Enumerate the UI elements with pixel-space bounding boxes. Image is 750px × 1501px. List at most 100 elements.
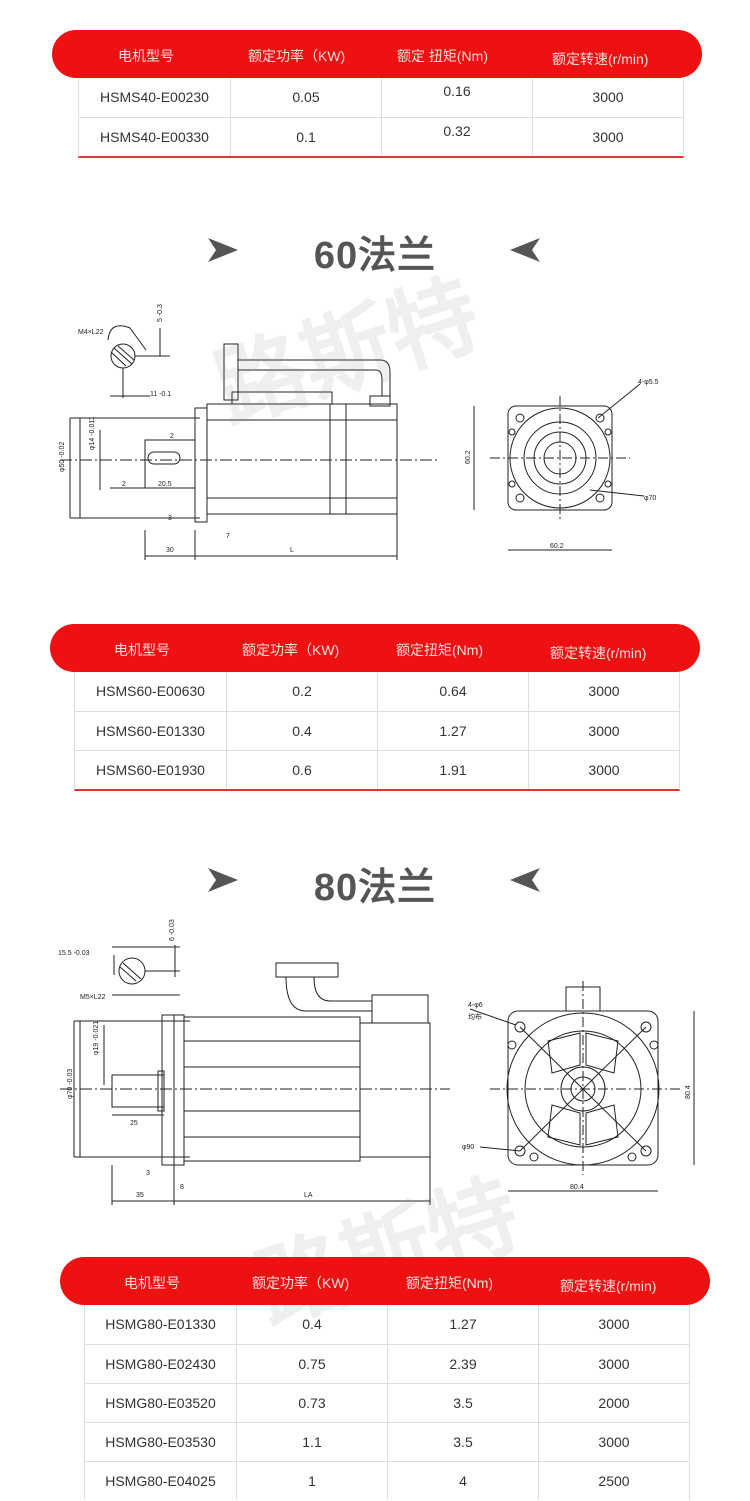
cell-speed: 3000	[528, 712, 679, 750]
cell-model: HSMS40-E00230	[100, 89, 209, 105]
cell-torque: 0.64	[377, 672, 528, 711]
table-row: HSMS60-E01330 0.4 1.27 3000	[75, 711, 679, 750]
header-torque: 额定 扭矩(Nm)	[397, 48, 488, 64]
dim-11: 11 -0.1	[150, 391, 171, 398]
dim-7: 7	[226, 533, 230, 540]
dim-holes-sub: 均布	[468, 1012, 482, 1021]
dim-LA: LA	[304, 1192, 313, 1199]
cell-model: HSMG80-E02430	[105, 1356, 216, 1372]
cell-power: 0.05	[230, 78, 381, 117]
header-torque: 额定扭矩(Nm)	[396, 642, 484, 658]
cell-power: 0.4	[236, 1305, 387, 1344]
arrow-right-icon	[208, 238, 238, 262]
section-title-80: 80法兰	[313, 867, 437, 909]
header-speed: 额定转速(r/min)	[550, 645, 647, 661]
cell-power: 0.73	[236, 1384, 387, 1422]
cell-torque: 2.39	[387, 1345, 538, 1383]
dim-3: 3	[168, 515, 172, 522]
spec-table-80: 电机型号 额定功率（KW) 额定扭矩(Nm) 额定转速(r/min) HSMG8…	[60, 1257, 710, 1500]
cell-speed: 3000	[538, 1345, 689, 1383]
dim-80-4-v: 80.4	[685, 1085, 692, 1099]
cell-speed: 2500	[538, 1462, 689, 1500]
dim-90: φ90	[462, 1144, 474, 1151]
cell-model: HSMS60-E00630	[96, 683, 205, 699]
cell-speed: 2000	[538, 1384, 689, 1422]
cell-power: 0.4	[226, 712, 377, 750]
cell-torque: 1.27	[377, 712, 528, 750]
cell-torque: 1.91	[377, 751, 528, 789]
cell-torque: 1.27	[387, 1305, 538, 1344]
motor-diagram-60: M4×L22 5 -0.3 11 -0.1 φ50 -0.02 φ14 -0.0…	[59, 304, 659, 560]
dim-2a: 2	[170, 433, 174, 440]
shaft-section-detail	[112, 945, 180, 996]
spec-table-60: 电机型号 额定功率（KW) 额定扭矩(Nm) 额定转速(r/min) HSMS6…	[50, 624, 700, 794]
table-header: 电机型号 额定功率（KW) 额定扭矩(Nm) 额定转速(r/min)	[50, 624, 700, 672]
arrow-left-icon	[510, 868, 540, 892]
dim-19: φ19 -0.021	[93, 1021, 100, 1055]
table-row: HSMG80-E01330 0.4 1.27 3000	[85, 1305, 689, 1344]
motor-side-view	[60, 343, 440, 523]
cell-power: 0.6	[226, 751, 377, 789]
cell-speed: 3000	[528, 672, 679, 711]
cell-power: 0.75	[236, 1345, 387, 1383]
header-power: 额定功率（KW)	[242, 642, 340, 658]
dim-holes: 4-φ5.5	[638, 379, 659, 386]
table-row: HSMG80-E02430 0.75 2.39 3000	[85, 1344, 689, 1383]
header-model: 电机型号	[118, 48, 174, 64]
dim-70: φ70	[644, 495, 656, 502]
cell-torque: 4	[387, 1462, 538, 1500]
cell-model: HSMS60-E01330	[96, 723, 205, 739]
header-power: 额定功率（KW)	[248, 48, 346, 64]
dim-80-4-h: 80.4	[570, 1184, 584, 1191]
dim-30: 30	[166, 547, 174, 554]
table-row: HSMG80-E04025 1 4 2500	[85, 1461, 689, 1500]
cell-torque: 3.5	[387, 1384, 538, 1422]
table-body: HSMS60-E00630 0.2 0.64 3000 HSMS60-E0133…	[74, 672, 680, 791]
header-model: 电机型号	[114, 642, 170, 658]
motor-front-view	[469, 981, 680, 1175]
dim-L: L	[290, 547, 294, 554]
dim-6: 6 -0.03	[169, 919, 176, 941]
dim-5: 5 -0.3	[157, 304, 164, 322]
cell-torque: 0.16	[381, 78, 532, 117]
cell-power: 0.2	[226, 672, 377, 711]
header-torque: 额定扭矩(Nm)	[406, 1275, 494, 1291]
table-row: HSMS60-E01930 0.6 1.91 3000	[75, 750, 679, 789]
dim-20-5: 20.5	[158, 481, 172, 488]
dim-25: 25	[130, 1120, 138, 1127]
cell-torque: 3.5	[387, 1423, 538, 1461]
header-model: 电机型号	[124, 1275, 180, 1291]
cell-power: 1.1	[236, 1423, 387, 1461]
cell-model: HSMS40-E00330	[100, 129, 209, 145]
table-body: HSMG80-E01330 0.4 1.27 3000 HSMG80-E0243…	[84, 1305, 690, 1500]
cell-model: HSMS60-E01930	[96, 762, 205, 778]
table-header: 电机型号 额定功率（KW) 额定 扭矩(Nm) 额定转速(r/min)	[52, 30, 702, 78]
dim-50: φ50 -0.02	[59, 442, 66, 472]
table-row: HSMS40-E00330 0.1 0.32 3000	[79, 117, 683, 156]
dim-15-5: 15.5 -0.03	[58, 950, 90, 957]
arrow-right-icon	[208, 868, 238, 892]
dim-3: 3	[146, 1170, 150, 1177]
arrow-left-icon	[510, 238, 540, 262]
cell-model: HSMG80-E03530	[105, 1434, 216, 1450]
cell-model: HSMG80-E04025	[105, 1473, 216, 1489]
table-body: HSMS40-E00230 0.05 0.16 3000 HSMS40-E003…	[78, 78, 684, 158]
table-row: HSMG80-E03520 0.73 3.5 2000	[85, 1383, 689, 1422]
cell-model: HSMG80-E03520	[105, 1395, 216, 1411]
header-power: 额定功率（KW)	[252, 1275, 350, 1291]
header-speed: 额定转速(r/min)	[560, 1278, 657, 1294]
dim-70: φ70 -0.03	[67, 1069, 74, 1099]
dim-m4: M4×L22	[78, 329, 104, 336]
cell-speed: 3000	[532, 118, 683, 156]
dim-14: φ14 -0.011	[89, 416, 96, 450]
motor-diagram-80: 15.5 -0.03 6 -0.03 M5×L22 φ70 -0.03 φ19 …	[58, 919, 695, 1205]
spec-table-40: 电机型号 额定功率（KW) 额定 扭矩(Nm) 额定转速(r/min) HSMS…	[52, 30, 702, 160]
shaft-section-detail	[107, 325, 170, 398]
table-row: HSMG80-E03530 1.1 3.5 3000	[85, 1422, 689, 1461]
dim-60-2-h: 60.2	[550, 543, 564, 550]
table-row: HSMS60-E00630 0.2 0.64 3000	[75, 672, 679, 711]
cell-speed: 3000	[528, 751, 679, 789]
cell-torque: 0.32	[381, 118, 532, 156]
motor-front-view	[490, 383, 645, 520]
dim-60-2-v: 60.2	[465, 450, 472, 464]
